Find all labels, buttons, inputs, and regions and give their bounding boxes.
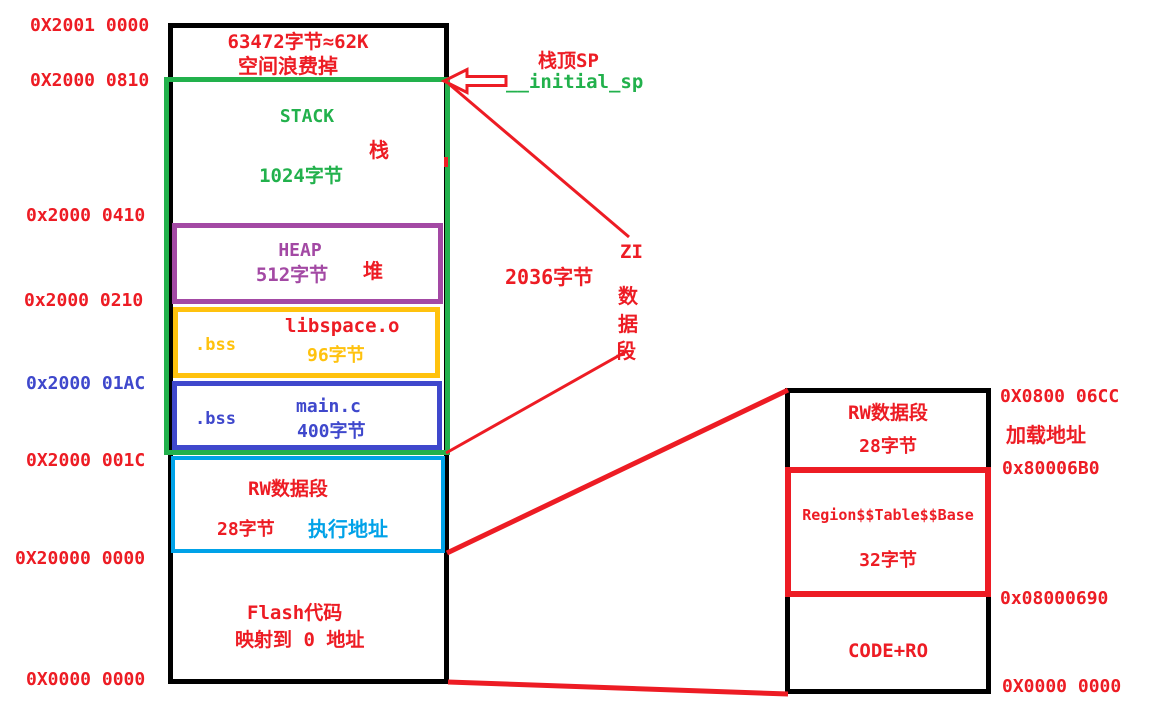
rw-exec-box — [171, 456, 445, 553]
mainc-size: 400字节 — [297, 421, 366, 442]
code-ro-label: CODE+RO — [847, 640, 929, 662]
line-rw-load — [445, 387, 790, 556]
zi-section-box — [164, 77, 450, 455]
addr-0x2001-0000: 0X2001 0000 — [30, 15, 150, 36]
addr-0x20000-0000: 0X20000 0000 — [15, 548, 146, 569]
flash-code-label: Flash代码 — [247, 602, 343, 624]
stack-size: 1024字节 — [259, 165, 343, 187]
mainc-name: main.c — [296, 396, 362, 417]
stack-label: STACK — [279, 106, 335, 127]
region-table-label: Region$$Table$$Base — [802, 506, 974, 524]
heap-label: HEAP — [278, 240, 322, 261]
mainc-bss-box — [172, 381, 442, 450]
libspace-bss-label: .bss — [195, 335, 236, 355]
addr-0x0000-0000-left: 0X0000 0000 — [26, 669, 146, 690]
heap-cn-label: 堆 — [363, 259, 383, 283]
heap-box — [172, 223, 443, 304]
sp-arrow-icon — [440, 67, 508, 95]
exec-address-label: 执行地址 — [308, 517, 388, 541]
libspace-name: libspace.o — [285, 315, 400, 337]
zi-size-label: 2036字节 — [505, 265, 594, 289]
zi-label-1: ZI — [620, 241, 643, 263]
wasted-space-label: 空间浪费掉 — [238, 54, 338, 78]
heap-size: 512字节 — [255, 264, 329, 286]
libspace-bss-box — [173, 307, 440, 378]
rw-exec-label: RW数据段 — [248, 478, 328, 500]
addr-0x0000-0000-right: 0X0000 0000 — [1002, 676, 1122, 697]
initial-sp-label: __initial_sp — [506, 71, 644, 93]
rw-load-size: 28字节 — [859, 436, 917, 457]
rw-load-label: RW数据段 — [848, 402, 928, 424]
addr-0x80006b0: 0x80006B0 — [1002, 458, 1100, 479]
line-zi-bottom — [445, 349, 628, 455]
zi-label-3: 据 — [618, 312, 638, 336]
flash-map-label: 映射到 0 地址 — [235, 629, 365, 651]
rw-exec-size: 28字节 — [217, 519, 275, 540]
addr-0x2000-0410: 0x2000 0410 — [26, 205, 146, 226]
addr-0x2000-0210: 0x2000 0210 — [24, 290, 144, 311]
region-table-box — [785, 467, 991, 597]
libspace-size: 96字节 — [307, 345, 365, 366]
addr-0x2000-001c: 0X2000 001C — [26, 450, 146, 471]
line-zero-address — [447, 679, 789, 697]
zi-label-2: 数 — [618, 284, 638, 308]
wasted-space-size: 63472字节≈62K — [227, 31, 369, 53]
addr-0x2000-01ac: 0x2000 01AC — [26, 373, 146, 394]
addr-0x0800-06cc: 0X0800 06CC — [1000, 386, 1120, 407]
region-table-size: 32字节 — [859, 550, 917, 571]
stack-top-sp-label: 栈顶SP — [538, 50, 599, 72]
mainc-bss-label: .bss — [195, 409, 236, 429]
addr-0x2000-0810: 0X2000 0810 — [30, 70, 150, 91]
line-zi-top — [448, 82, 630, 239]
stack-cn-label: 栈 — [369, 138, 389, 162]
load-address-label: 加载地址 — [1006, 423, 1086, 447]
addr-0x08000690: 0x08000690 — [1000, 588, 1109, 609]
zi-label-4: 段 — [616, 339, 636, 363]
